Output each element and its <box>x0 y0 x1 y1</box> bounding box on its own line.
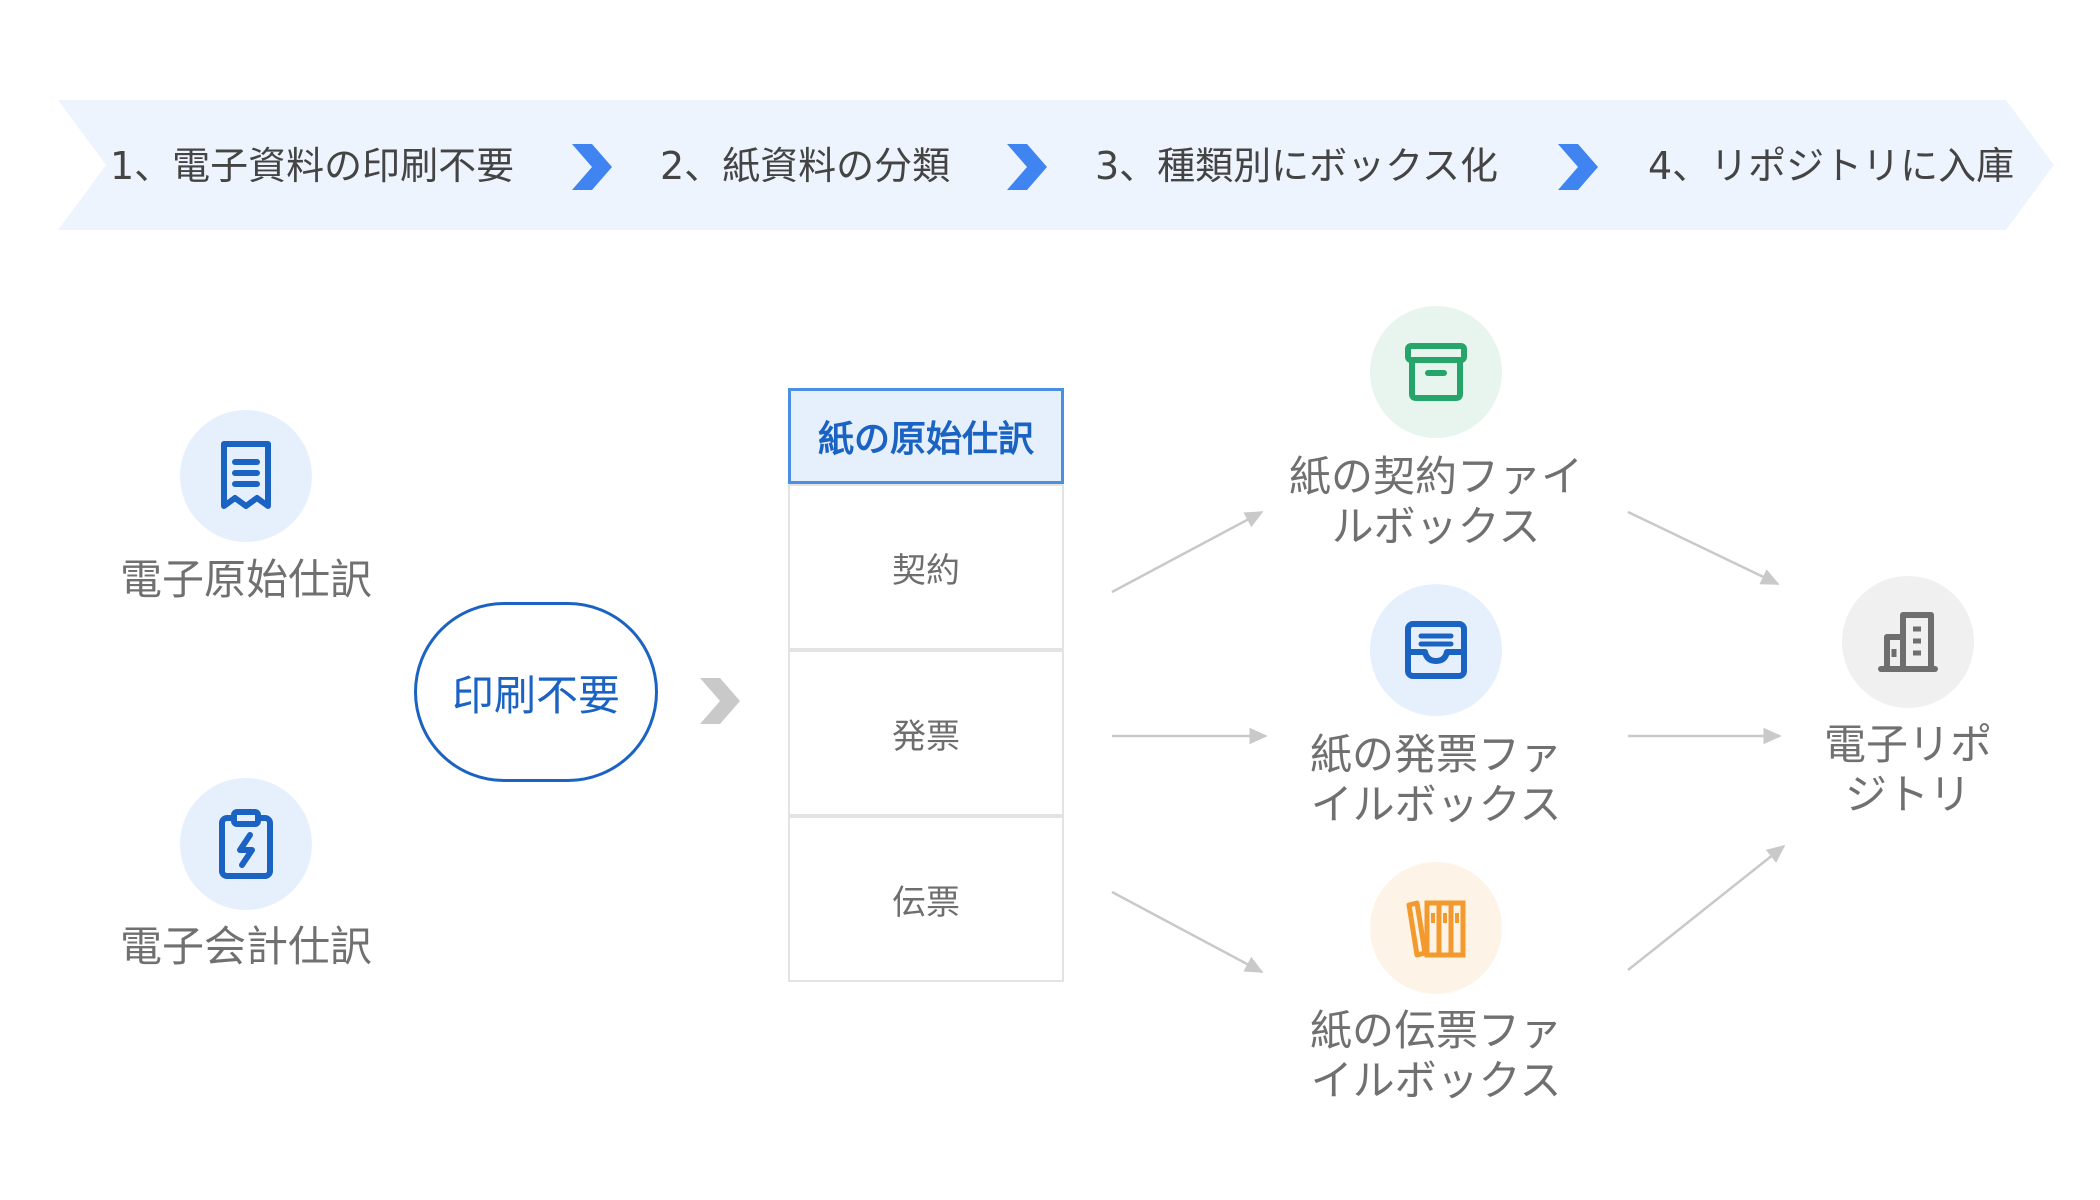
voucher-file-box-label: 紙の伝票ファ イルボックス <box>1270 1006 1602 1106</box>
voucher-row: 伝票 <box>788 816 1064 982</box>
electronic-source-journal-label: 電子原始仕訳 <box>119 555 372 604</box>
contract-row: 契約 <box>788 484 1064 650</box>
step-1-label: 1、電子資料の印刷不要 <box>110 144 515 188</box>
clipboard-lightning-icon <box>219 809 273 879</box>
invoice-file-box-label-line1: 紙の発票ファ <box>1309 730 1562 779</box>
building-icon <box>1878 612 1938 672</box>
arrow-voucher-box-to-repo <box>1627 844 1786 971</box>
step-4-label: 4、リポジトリに入庫 <box>1648 144 2015 188</box>
arrow-contract-to-box <box>1111 510 1264 594</box>
chevron-right-icon <box>700 678 740 724</box>
chevron-right-icon <box>1558 144 1598 190</box>
electronic-repository-label-line1: 電子リポ <box>1823 720 1992 769</box>
header-banner <box>58 100 2054 230</box>
electronic-repository-label: 電子リポ ジトリ <box>1776 720 2040 820</box>
electronic-accounting-journal-node <box>180 778 312 910</box>
invoice-row: 発票 <box>788 650 1064 816</box>
contract-file-box-label-line2: ルボックス <box>1331 502 1541 551</box>
electronic-repository-node <box>1842 576 1974 708</box>
archive-box-icon <box>1405 343 1467 401</box>
electronic-source-journal-node <box>180 410 312 542</box>
invoice-file-box-label-line2: イルボックス <box>1310 780 1562 829</box>
chevron-right-icon <box>572 144 612 190</box>
no-print-pill: 印刷不要 <box>414 602 658 782</box>
chevron-right-icon <box>1007 144 1047 190</box>
paper-source-journal-header: 紙の原始仕訳 <box>788 388 1064 484</box>
voucher-file-box-label-line1: 紙の伝票ファ <box>1309 1006 1562 1055</box>
contract-file-box-label-line1: 紙の契約ファイ <box>1288 452 1583 501</box>
electronic-accounting-journal-label: 電子会計仕訳 <box>119 922 372 971</box>
voucher-file-box-label-line2: イルボックス <box>1310 1056 1562 1105</box>
electronic-repository-label-line2: ジトリ <box>1844 770 1971 819</box>
inbox-tray-icon <box>1405 621 1467 679</box>
receipt-icon <box>221 441 271 509</box>
binders-icon <box>1406 900 1466 958</box>
step-3-label: 3、種類別にボックス化 <box>1095 144 1499 188</box>
contract-file-box-label: 紙の契約ファイ ルボックス <box>1270 452 1602 552</box>
voucher-file-box-node <box>1370 862 1502 994</box>
arrow-contract-box-to-repo <box>1627 510 1780 586</box>
invoice-file-box-label: 紙の発票ファ イルボックス <box>1270 730 1602 830</box>
contract-file-box-node <box>1370 306 1502 438</box>
invoice-file-box-node <box>1370 584 1502 716</box>
step-2-label: 2、紙資料の分類 <box>660 144 951 188</box>
arrow-voucher-to-box <box>1111 890 1264 974</box>
